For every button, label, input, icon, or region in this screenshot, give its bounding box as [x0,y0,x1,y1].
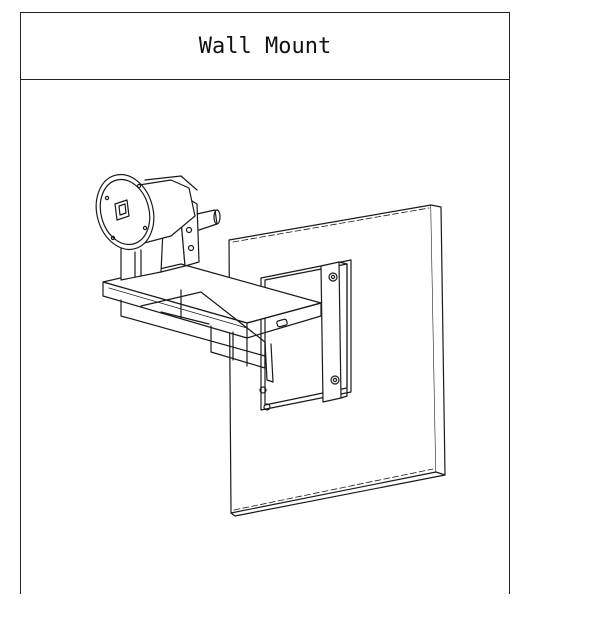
bolt-icon [328,272,338,282]
bolt-icon [259,386,267,394]
bolt-icon [263,403,271,411]
wall-mount-drawing [95,173,446,517]
bolt-icon [330,375,340,385]
camera-housing [95,173,221,251]
technical-illustration [21,80,509,595]
page-title: Wall Mount [198,33,332,59]
drawing-frame: Wall Mount [20,12,510,594]
mounting-plate [259,259,352,411]
camera-lens-icon [114,199,130,221]
title-block: Wall Mount [21,13,509,80]
